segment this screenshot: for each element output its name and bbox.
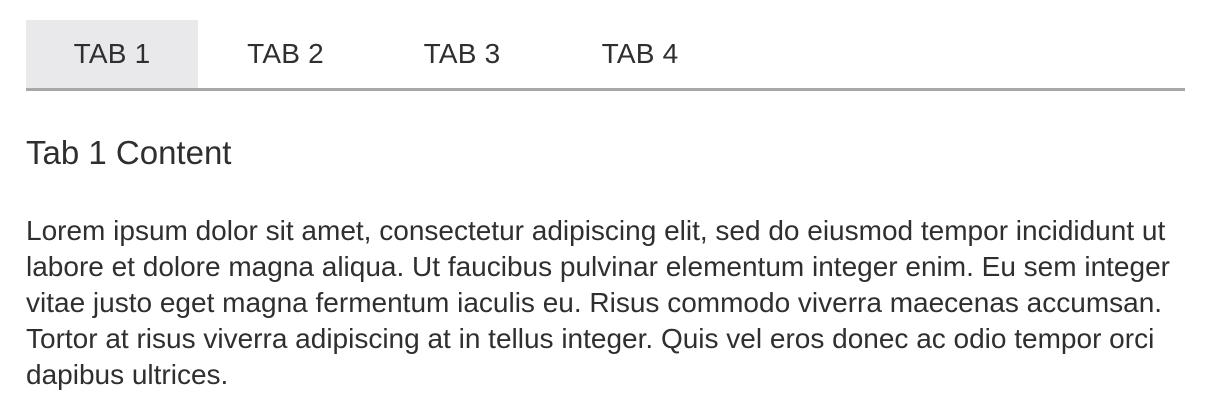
tab-2[interactable]: TAB 2 [247, 38, 324, 69]
tab-3[interactable]: TAB 3 [423, 38, 501, 69]
tabs-widget: TAB 1 TAB 2 TAB 3 TAB 4 Tab 1 Content Lo… [26, 20, 1185, 393]
tab-1[interactable]: TAB 1 [26, 20, 198, 88]
tab-4[interactable]: TAB 4 [601, 38, 679, 69]
panel-text: Lorem ipsum dolor sit amet, consectetur … [26, 215, 1170, 390]
tab-bar: TAB 1 TAB 2 TAB 3 TAB 4 [26, 20, 1185, 91]
tab-panel: Tab 1 Content Lorem ipsum dolor sit amet… [26, 91, 1185, 393]
panel-title: Tab 1 Content [26, 134, 232, 171]
